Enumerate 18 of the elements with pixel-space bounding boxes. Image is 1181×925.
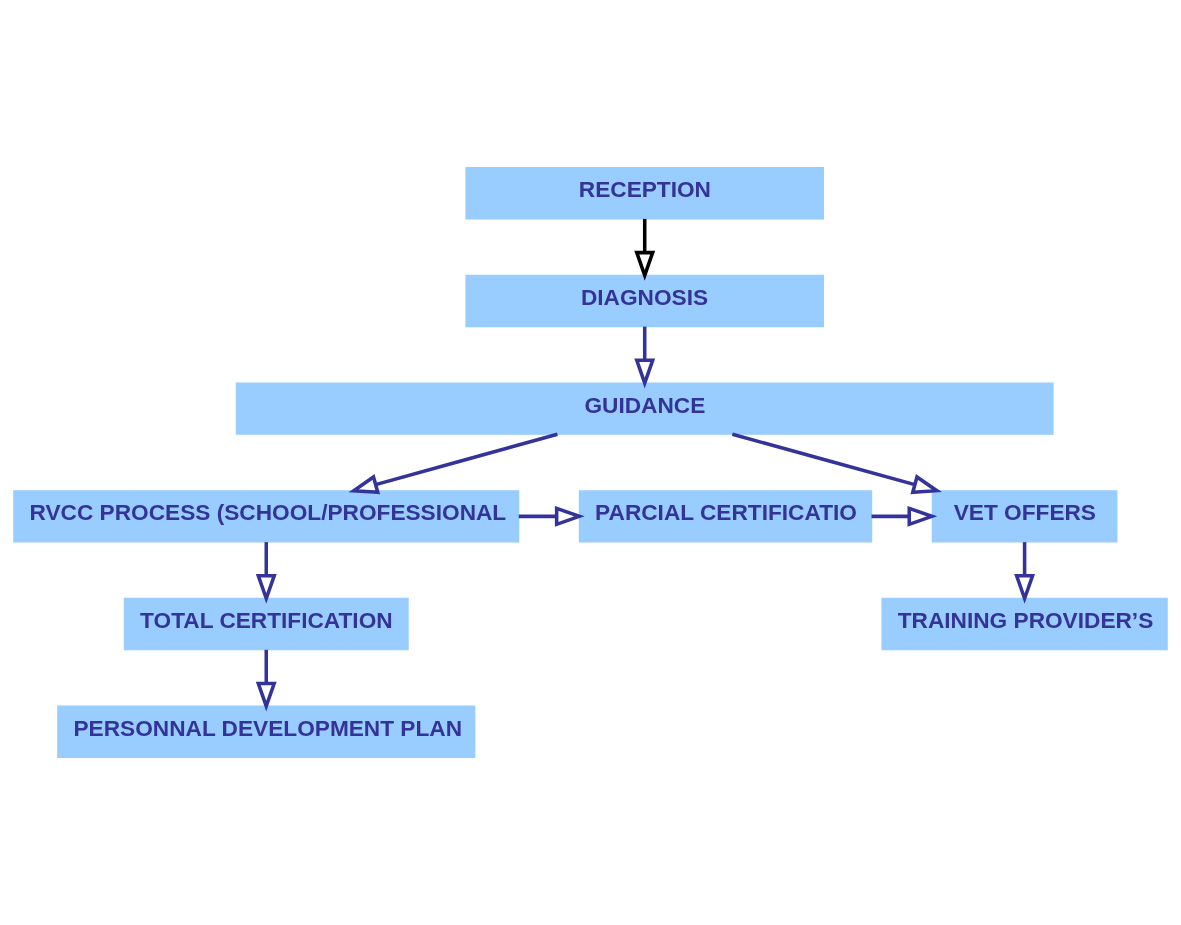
node-box: DIAGNOSIS xyxy=(465,274,825,328)
node-box: RVCC PROCESS (SCHOOL/PROFESSIONAL xyxy=(13,490,520,543)
node-box: PARCIAL CERTIFICATIO xyxy=(578,490,873,543)
arrow xyxy=(634,326,656,389)
arrow xyxy=(1014,542,1036,604)
node-box: PERSONNAL DEVELOPMENT PLAN xyxy=(57,705,476,759)
node-box: RECEPTION xyxy=(465,166,825,220)
node-box: TOTAL CERTIFICATION xyxy=(123,597,409,651)
arrow xyxy=(731,432,942,495)
arrow xyxy=(348,432,558,495)
arrow xyxy=(634,218,656,281)
node-box: VET OFFERS xyxy=(931,490,1118,543)
arrow xyxy=(871,505,938,527)
node-box: GUIDANCE xyxy=(235,382,1054,435)
arrow xyxy=(518,505,585,527)
node-box: TRAINING PROVIDER’S xyxy=(881,597,1168,651)
arrow xyxy=(255,649,277,712)
arrow xyxy=(255,542,277,604)
